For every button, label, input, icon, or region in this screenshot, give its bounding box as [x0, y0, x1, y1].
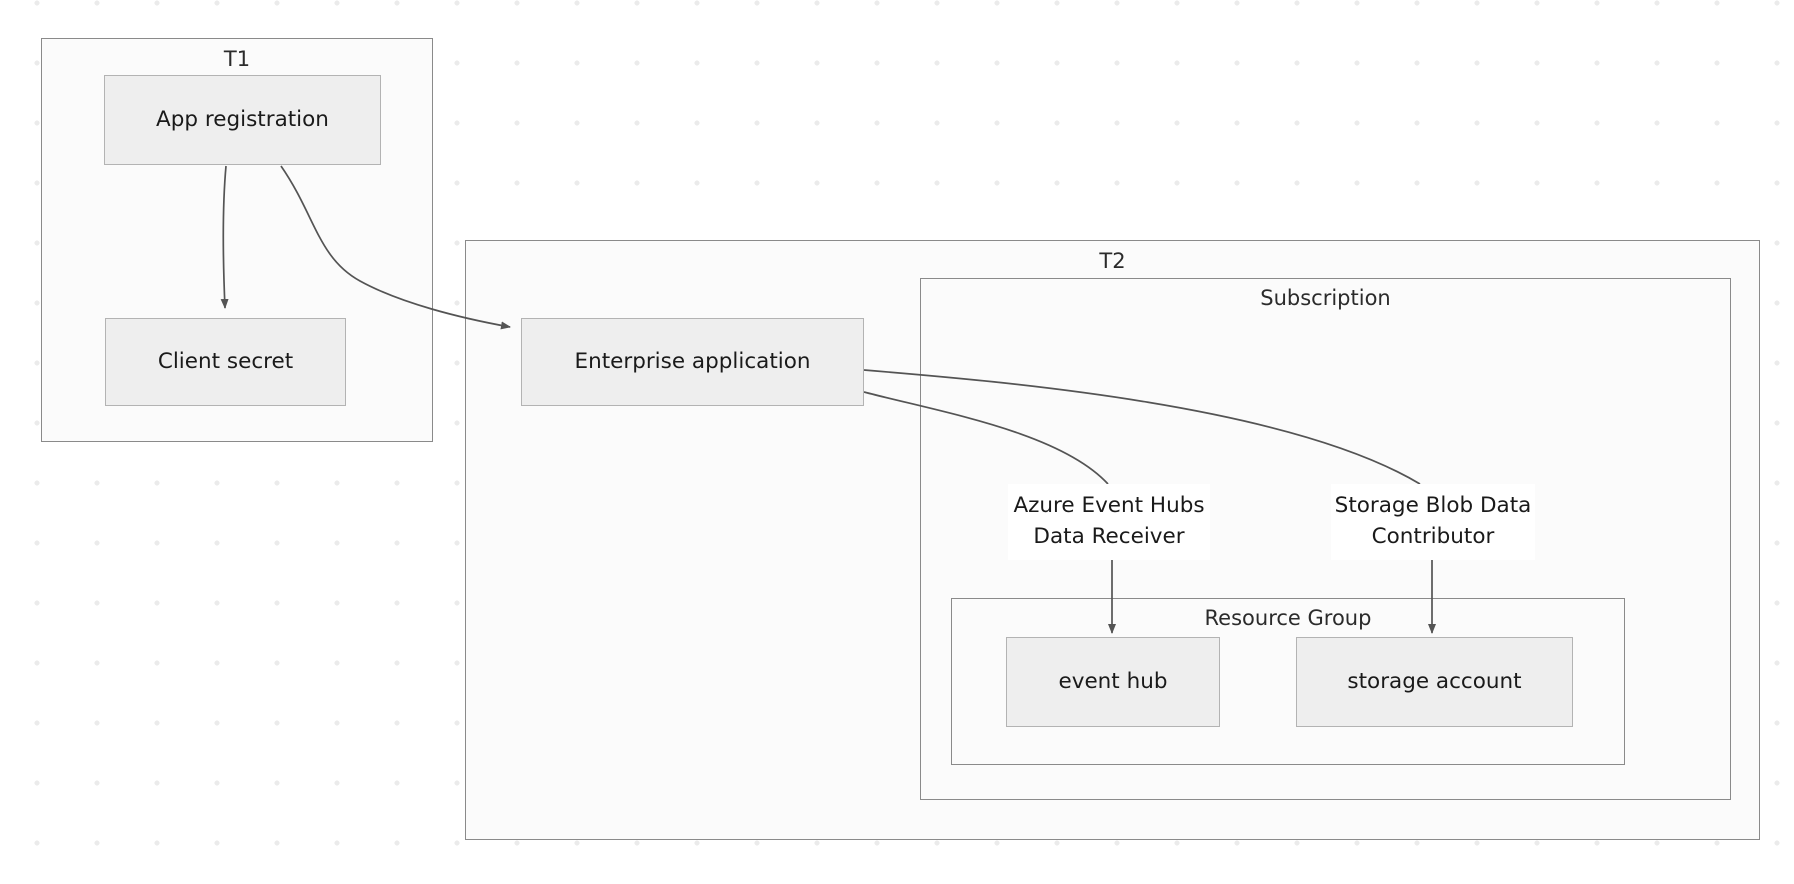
cluster-resource-group-label: Resource Group: [1204, 606, 1372, 630]
cluster-t2-label: T2: [1099, 249, 1126, 273]
node-storage-account[interactable]: storage account: [1296, 637, 1573, 727]
edge-label-azure-event-hubs-data-receiver: Azure Event Hubs Data Receiver: [1008, 484, 1210, 560]
node-app-registration[interactable]: App registration: [104, 75, 381, 165]
node-event-hub[interactable]: event hub: [1006, 637, 1220, 727]
edge-label-storage-blob-data-contributor: Storage Blob Data Contributor: [1331, 484, 1535, 560]
cluster-subscription-label: Subscription: [1260, 286, 1391, 310]
node-client-secret[interactable]: Client secret: [105, 318, 346, 406]
node-enterprise-application[interactable]: Enterprise application: [521, 318, 864, 406]
cluster-t1-label: T1: [223, 47, 251, 71]
